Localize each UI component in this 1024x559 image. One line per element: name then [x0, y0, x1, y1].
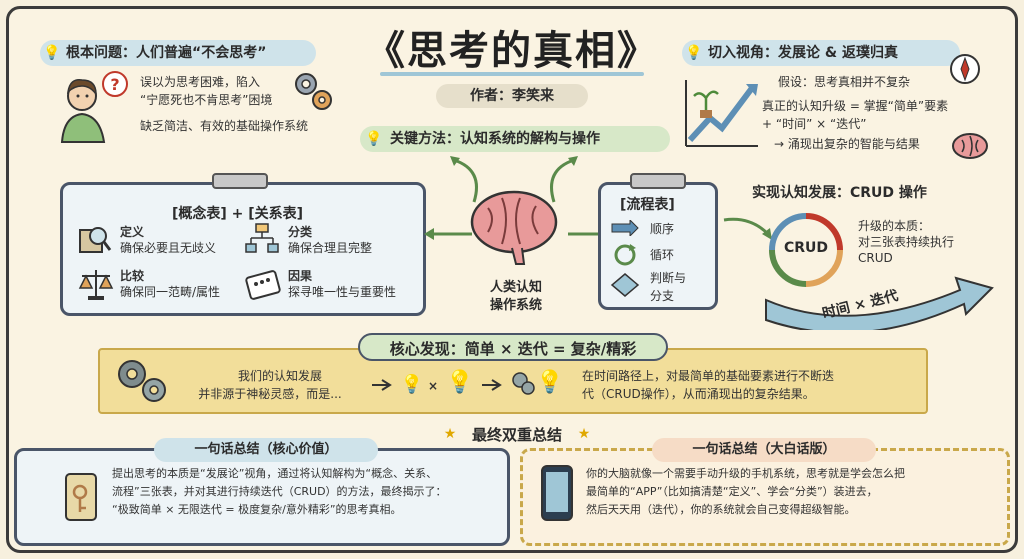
core-finding-left2: 并非源于神秘灵感，而是... — [198, 387, 342, 401]
dominoes-icon — [245, 270, 281, 300]
brain-icon — [952, 133, 988, 159]
star-icon: ★ — [577, 426, 591, 442]
final-heading: 最终双重总结 — [471, 426, 562, 444]
perspective-line3: + “时间” × “迭代” — [762, 117, 867, 131]
concept-item-desc: 确保必要且无歧义 — [120, 241, 217, 255]
perspective-line2: 真正的认知升级 = 掌握“简单”要素 — [762, 99, 949, 113]
lightbulb-icon: 💡 — [400, 373, 424, 395]
decision-diamond-icon — [610, 273, 640, 297]
compass-icon — [950, 54, 980, 84]
process-item: 判断与 — [650, 271, 687, 285]
perspective-heading: 切入视角：发展论 & 返璞归真 — [682, 40, 960, 66]
summary-core-heading: 一句话总结（核心价值） — [154, 438, 378, 462]
side-arrows-icon — [424, 228, 616, 240]
gears-icon — [295, 73, 332, 110]
core-finding-right1: 在时间路径上，对最简单的基础要素进行不断迭 — [582, 369, 835, 383]
time-iteration-arrow-icon — [765, 276, 994, 330]
page-title: 《思考的真相》 — [365, 27, 659, 74]
summary-plain-line1: 你的大脑就像一个需要手动升级的手机系统，思考就是学会怎么把 — [586, 467, 905, 480]
title-underline — [380, 72, 644, 76]
question-bubble-icon: ? — [102, 71, 128, 97]
crud-essence-line2: 对三张表持续执行 — [858, 235, 955, 249]
core-finding-right2: 代（CRUD操作），从而涌现出的复杂结果。 — [582, 387, 815, 401]
lightbulb-icon: 💡 — [446, 369, 474, 395]
arrow-right-icon — [611, 220, 639, 236]
process-item: 循环 — [650, 248, 675, 262]
brain-icon — [470, 190, 558, 265]
crud-essence-line3: CRUD — [858, 251, 893, 265]
thinking-person-icon — [60, 79, 106, 143]
process-table-heading: [流程表] — [620, 197, 675, 213]
lightbulb-icon: 💡 — [536, 369, 564, 395]
times-sign: × — [428, 379, 439, 393]
curved-arrows-icon — [450, 156, 578, 203]
key-method-heading: 关键方法：认知系统的解构与操作 — [360, 126, 670, 152]
process-item: 分支 — [650, 289, 675, 303]
perspective-line4: → 涌现出复杂的智能与结果 — [774, 137, 920, 151]
star-icon: ★ — [443, 426, 457, 442]
concept-item-desc: 探寻唯一性与重要性 — [288, 285, 397, 299]
concept-item-name: 定义 — [120, 225, 145, 239]
concept-item-name: 因果 — [288, 269, 313, 283]
crud-heading: 实现认知发展：CRUD 操作 — [752, 185, 927, 201]
clipboard-clip-icon — [630, 173, 686, 189]
concept-table-heading: [概念表] + [关系表] — [172, 206, 304, 222]
scales-icon — [78, 270, 114, 300]
summary-core-line2: 流程”三张表，并对其进行持续迭代（CRUD）的方法，最终揭示了： — [112, 485, 447, 498]
hierarchy-icon — [245, 223, 279, 253]
perspective-line1: 假设：思考真相并不复杂 — [778, 75, 911, 89]
scroll-key-icon — [65, 473, 97, 521]
crud-cycle-icon — [769, 213, 843, 287]
summary-core-line1: 提出思考的本质是“发展论”视角，通过将认知解构为“概念、关系、 — [112, 467, 438, 480]
summary-plain-line2: 最简单的“APP”（比如搞清楚“定义”、学会“分类”）装进去， — [586, 485, 878, 498]
clipboard-clip-icon — [212, 173, 268, 189]
loop-icon — [614, 244, 636, 266]
gears-icon — [118, 360, 166, 402]
concept-item-desc: 确保同一范畴/属性 — [120, 285, 221, 299]
root-problem-line2: “宁愿死也不肯思考”困境 — [140, 93, 273, 107]
brain-label-line1: 人类认知 — [489, 280, 542, 295]
summary-plain-heading: 一句话总结（大白话版） — [652, 438, 876, 462]
lightbulb-icon: 💡 — [365, 131, 383, 147]
summary-core-line3: “极致简单 × 无限迭代 = 极度复杂/意外精彩”的思考真相。 — [112, 503, 402, 516]
lightbulb-icon: 💡 — [685, 45, 703, 61]
lightbulb-icon: 💡 — [43, 45, 61, 61]
root-problem-line1: 误以为思考困难，陷入 — [140, 75, 261, 89]
crud-center-label: CRUD — [783, 240, 829, 256]
arrow-to-crud-icon — [723, 217, 772, 240]
concept-item-name: 分类 — [288, 225, 313, 239]
root-problem-line3: 缺乏简洁、有效的基础操作系统 — [140, 119, 309, 133]
magnifier-book-icon — [79, 227, 112, 253]
smartphone-icon — [541, 465, 573, 521]
arrow-right-icon — [372, 379, 392, 391]
growth-chart-icon — [685, 80, 758, 147]
summary-plain-line3: 然后天天用（迭代），你的系统就会自己变得超级智能。 — [586, 503, 856, 516]
concept-item-desc: 确保合理且完整 — [288, 241, 373, 255]
summary-plain-box — [520, 448, 1010, 546]
concept-item-name: 比较 — [120, 269, 145, 283]
root-problem-heading: 根本问题：人们普遍“不会思考” — [40, 40, 316, 66]
core-finding-heading: 核心发现：简单 × 迭代 = 复杂/精彩 — [358, 333, 668, 361]
svg-text:?: ? — [110, 75, 119, 94]
process-item: 顺序 — [650, 222, 675, 236]
gears-icon — [512, 372, 535, 395]
crud-essence-line1: 升级的本质： — [858, 219, 931, 233]
author-label: 作者：李笑来 — [436, 84, 588, 108]
arrow-right-icon — [482, 379, 502, 391]
core-finding-left1: 我们的认知发展 — [237, 369, 322, 383]
brain-label-line2: 操作系统 — [489, 298, 542, 313]
